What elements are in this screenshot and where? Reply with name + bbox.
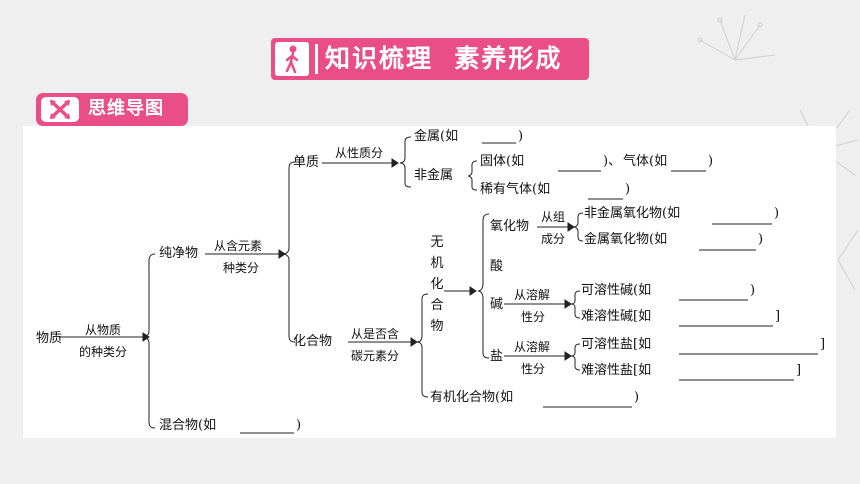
edge-label-element: 从性质分 [335,146,384,160]
node-solid: 固体(如 [480,154,525,169]
node-organic-compound: 有机化合物(如 [430,390,514,405]
crossed-arrows-icon [41,97,79,122]
node-nonmetal-oxide: 非金属氧化物(如 [584,206,681,221]
node-metal-close: ) [518,129,524,144]
edge-label-compound-1: 从是否含 [351,327,400,341]
node-acid: 酸 [490,259,504,274]
edge-label-base-1: 从溶解 [514,288,551,302]
section-header: 知识梳理 素养形成 [271,38,589,80]
edge-label-pure-1: 从含元素 [214,239,263,253]
node-nonmetal-oxide-close: ) [774,206,780,221]
edge-label-matter-type-1: 从物质 [85,323,122,337]
badge-label: 思维导图 [88,98,164,119]
node-mixture-close: ) [296,418,302,433]
node-noble-gas: 稀有气体(如 [480,182,551,197]
edge-label-oxide-2: 成分 [541,232,566,246]
node-insoluble-salt: 难溶性盐[如 [581,363,652,378]
mind-map-badge: 思维导图 [36,93,188,126]
walking-person-icon [275,42,309,76]
node-gas-close: ) [708,154,714,169]
edge-label-salt-2: 性分 [521,362,546,376]
node-base: 碱 [490,297,504,312]
node-element: 单质 [293,155,320,170]
node-metal: 金属(如 [414,129,459,144]
node-salt: 盐 [490,349,504,364]
mind-map-panel: 物质 从物质 的种类分 纯净物 从含元素 种类分 混合物(如 ) 单质 从性质分… [23,126,836,438]
node-soluble-salt-close: ] [820,337,826,352]
header-title: 知识梳理 素养形成 [325,44,563,73]
node-pure-substance: 纯净物 [159,246,199,261]
edge-label-pure-2: 种类分 [223,261,260,275]
node-noble-gas-close: ) [625,182,631,197]
node-solid-close: )、 [603,154,622,169]
node-organic-close: ) [634,390,640,405]
node-soluble-base-close: ) [750,283,756,298]
node-oxide: 氧化物 [490,219,530,234]
node-inorganic-compound: 无机化合物 [430,235,444,334]
node-nonmetal: 非金属 [414,168,454,183]
node-soluble-base: 可溶性碱(如 [581,283,652,298]
edge-label-salt-1: 从溶解 [514,340,551,354]
node-gas: 气体(如 [623,154,668,169]
node-insoluble-salt-close: ] [796,363,802,378]
node-metal-oxide-close: ) [758,232,764,247]
node-metal-oxide: 金属氧化物(如 [584,232,668,247]
node-insoluble-base: 难溶性碱[如 [581,309,652,324]
edge-label-base-2: 性分 [521,310,546,324]
edge-label-compound-2: 碳元素分 [351,349,400,363]
node-matter: 物质 [36,331,63,346]
node-soluble-salt: 可溶性盐[如 [581,337,652,352]
node-mixture: 混合物(如 [159,418,217,433]
edge-label-oxide-1: 从组 [541,210,566,224]
node-compound: 化合物 [293,334,333,349]
mind-map-lines [59,136,818,434]
header-divider [315,44,318,74]
edge-label-matter-type-2: 的种类分 [79,345,128,359]
node-insoluble-base-close: ] [775,309,781,324]
